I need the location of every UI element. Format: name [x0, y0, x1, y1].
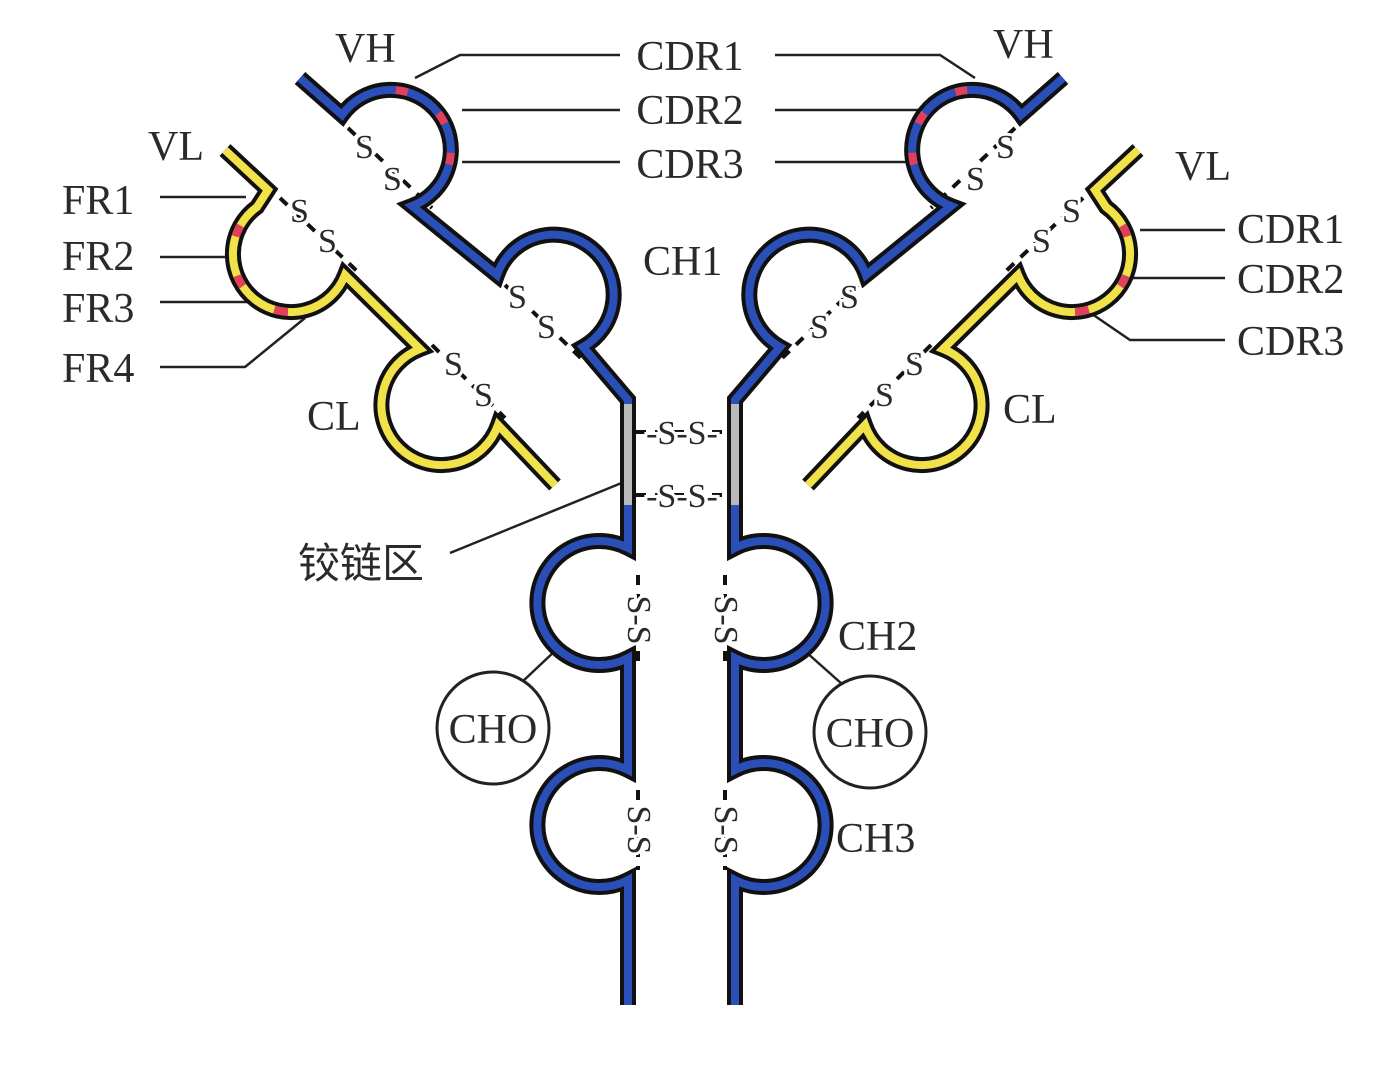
ch3-bond-left: S-S	[620, 805, 657, 854]
s-atom: S	[537, 309, 556, 346]
label-vl-right: VL	[1175, 144, 1231, 190]
leader-cdr1-left	[414, 53, 620, 80]
s-atom: S	[508, 279, 527, 316]
label-ch1: CH1	[643, 239, 722, 285]
ch3-bond-right: S-S	[707, 805, 744, 854]
leader-fr4	[160, 317, 306, 369]
labels: VH VH CDR1 CDR2 CDR3 VL FR1 FR2 FR3 FR4 …	[62, 22, 1344, 862]
cdr-marks-vl-left	[228, 203, 349, 317]
label-cl-right: CL	[1003, 387, 1057, 433]
right-arm	[727, 71, 1144, 1005]
label-cl-left: CL	[307, 394, 361, 440]
s-atom: S	[905, 346, 924, 383]
disulfide-labels: S S S S S S S S S S S S S S S S -S-S- -S…	[287, 126, 1084, 858]
label-cdr2-light-right: CDR2	[1237, 257, 1344, 303]
leader-hinge	[449, 480, 625, 555]
hinge-bond-2: -S-S-	[646, 478, 718, 515]
ch2-bond-right: S-S	[707, 595, 744, 644]
label-cdr1: CDR1	[636, 34, 743, 80]
s-atom: S	[810, 309, 829, 346]
label-vh-right: VH	[993, 22, 1054, 68]
label-cdr3: CDR3	[636, 142, 743, 188]
s-atom: S	[383, 161, 402, 198]
heavy-chain-right	[731, 74, 1066, 1005]
light-chain-right	[805, 147, 1141, 488]
s-atom: S	[290, 193, 309, 230]
cdr-marks-vl-right	[1014, 203, 1135, 317]
leader-cho-right	[805, 651, 843, 685]
label-vl-left: VL	[148, 124, 204, 170]
label-ch2: CH2	[838, 614, 917, 660]
light-chain-left	[222, 147, 558, 488]
leader-cdr3-light-right	[1091, 312, 1225, 342]
cho-circle-left	[435, 670, 551, 786]
hinge-bond-1: -S-S-	[646, 415, 718, 452]
leader-cho-left	[521, 649, 557, 683]
cho-label-left: CHO	[449, 707, 538, 753]
label-hinge-region: 铰链区	[298, 541, 424, 588]
left-arm	[219, 71, 636, 1005]
label-fr4: FR4	[62, 346, 134, 392]
cho-circle-right	[812, 674, 928, 790]
s-atom: S	[444, 346, 463, 383]
s-atom: S	[1062, 193, 1081, 230]
leader-lines	[160, 53, 1225, 685]
label-ch3: CH3	[836, 816, 915, 862]
s-atom: S	[840, 279, 859, 316]
label-fr1: FR1	[62, 178, 134, 224]
s-atom: S	[355, 129, 374, 166]
label-vh-left: VH	[335, 26, 396, 72]
label-cdr3-light-right: CDR3	[1237, 319, 1344, 365]
s-atom: S	[875, 377, 894, 414]
ch2-bond-left: S-S	[620, 595, 657, 644]
s-atom: S	[474, 377, 493, 414]
label-fr2: FR2	[62, 234, 134, 280]
s-atom: S	[318, 223, 337, 260]
s-atom: S	[996, 129, 1015, 166]
label-fr3: FR3	[62, 286, 134, 332]
s-atom: S	[1032, 223, 1051, 260]
leader-cdr1-right	[775, 53, 976, 80]
label-cdr2: CDR2	[636, 88, 743, 134]
cho-label-right: CHO	[826, 711, 915, 757]
label-cdr1-light-right: CDR1	[1237, 207, 1344, 253]
s-atom: S	[966, 161, 985, 198]
dash-cl-left	[430, 343, 507, 420]
